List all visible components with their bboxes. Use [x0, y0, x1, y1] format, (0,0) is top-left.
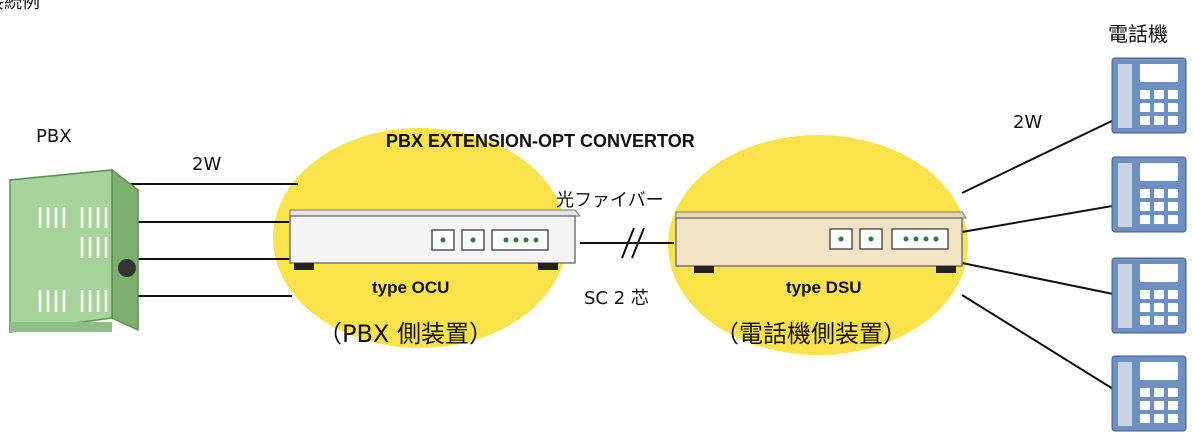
telephone-icon [1111, 57, 1187, 134]
wire-label-left: 2W [192, 154, 222, 175]
dsu-type-label: type DSU [786, 278, 862, 297]
telephone-icon [1111, 257, 1187, 334]
wire-label-right: 2W [1013, 112, 1043, 133]
phone-heading: 電話機 [1108, 22, 1168, 46]
pbx-label: PBX [36, 126, 72, 147]
fiber-spec-label: SC 2 芯 [584, 288, 649, 309]
dsu-description: （電話機側装置） [715, 320, 907, 348]
ocu-type-label: type OCU [372, 278, 450, 297]
ocu-device-icon [289, 209, 582, 270]
pbx-cabinet-icon [8, 168, 140, 333]
ocu-description: （PBX 側装置） [318, 320, 494, 348]
fiber-break-icon [621, 227, 645, 259]
telephone-icon [1111, 156, 1187, 233]
fiber-label: 光ファイバー [556, 190, 664, 211]
dsu-device-icon [675, 211, 967, 273]
phone-wires [961, 117, 1119, 393]
diagram-title: PBX EXTENSION-OPT CONVERTOR [386, 131, 695, 151]
telephone-icon [1111, 355, 1187, 432]
header-fragment: 接続例 [0, 0, 40, 13]
pbx-wires [120, 183, 298, 297]
